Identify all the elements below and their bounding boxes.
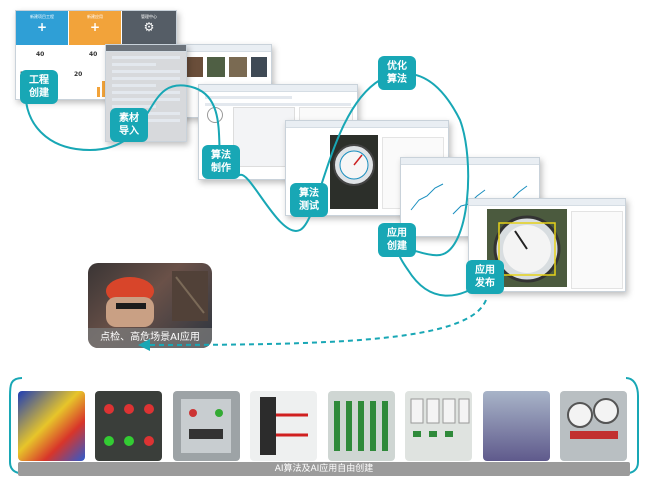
step-label: 应用 创建	[387, 228, 407, 252]
gear-icon: ⚙	[143, 20, 155, 34]
step-app-publish: 应用 发布	[466, 260, 504, 294]
wiring-terminal-thumb	[250, 391, 317, 461]
admin-center-tile-label: 管理中心	[141, 14, 157, 19]
step-label: 优化 算法	[387, 61, 407, 85]
new-project-tile: 新建项目工程 +	[16, 11, 68, 45]
scenario-worker-photo: 点检、高危场景AI应用	[88, 263, 212, 348]
step-label: 素材 导入	[119, 113, 139, 137]
plus-icon: +	[89, 20, 101, 34]
pressure-gauge-icon	[493, 215, 561, 283]
breaker-panel-thumb	[405, 391, 472, 461]
thermal-image-thumb	[18, 391, 85, 461]
control-panel-thumb	[173, 391, 240, 461]
dash-count-1: 40	[36, 51, 45, 58]
plus-icon: +	[36, 20, 48, 34]
step-label: 算法 制作	[211, 150, 231, 174]
step-project-create: 工程 创建	[20, 70, 58, 104]
dash-count-2: 40	[89, 51, 98, 58]
step-label: 工程 创建	[29, 75, 49, 99]
new-app-tile: 新建应用 +	[69, 11, 121, 45]
pressure-gauges-thumb	[560, 391, 627, 461]
step-algorithm-test: 算法 测试	[290, 183, 328, 217]
step-algorithm-optimize: 优化 算法	[378, 56, 416, 90]
liquid-tank-thumb	[483, 391, 550, 461]
step-label: 算法 测试	[299, 188, 319, 212]
dash-count-5: 20	[74, 71, 83, 78]
terminal-block-thumb	[328, 391, 395, 461]
scenario-caption: 点检、高危场景AI应用	[88, 328, 212, 348]
arrowhead-icon	[138, 339, 150, 351]
indicator-lights-thumb	[95, 391, 162, 461]
new-project-tile-label: 新建项目工程	[30, 14, 54, 19]
step-algorithm-make: 算法 制作	[202, 145, 240, 179]
admin-center-tile: 管理中心 ⚙	[122, 11, 176, 45]
new-app-tile-label: 新建应用	[87, 14, 103, 19]
strip-label: AI算法及AI应用自由创建	[18, 462, 630, 476]
step-app-create: 应用 创建	[378, 223, 416, 257]
step-material-import: 素材 导入	[110, 108, 148, 142]
pressure-gauge-icon	[333, 144, 375, 186]
step-label: 应用 发布	[475, 265, 495, 289]
